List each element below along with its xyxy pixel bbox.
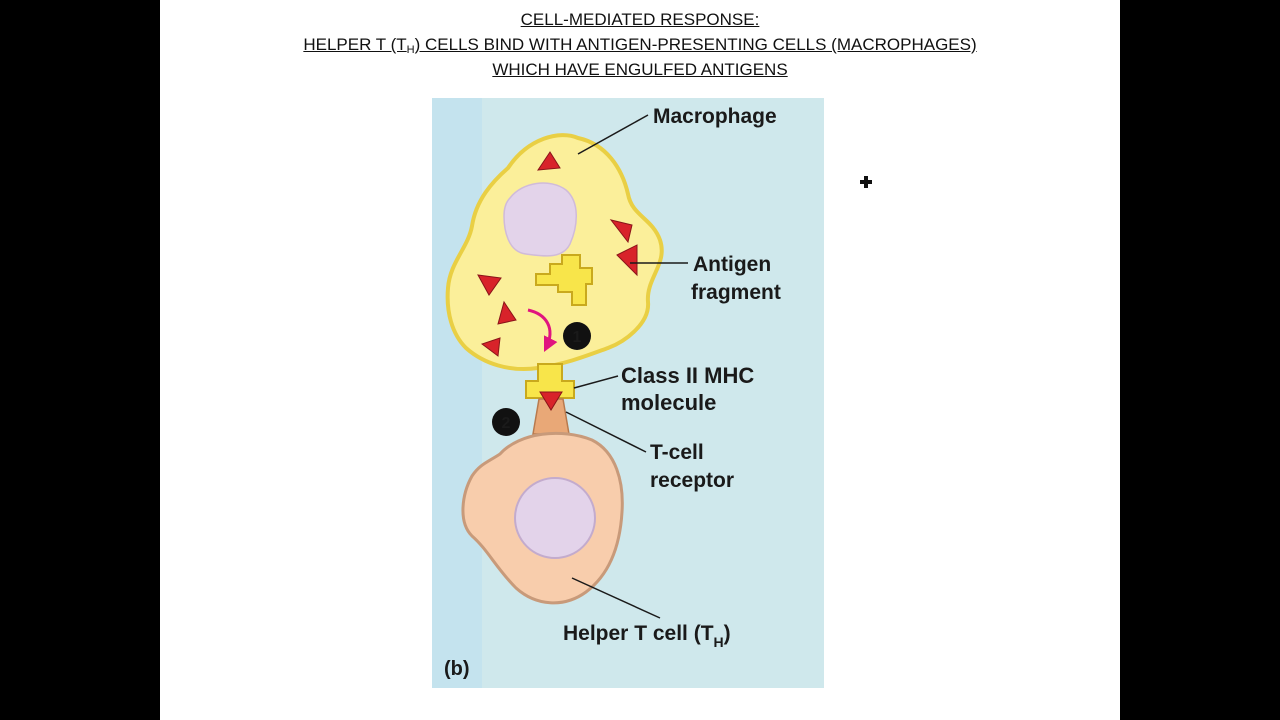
label-tcr-line1: T-cell [650, 441, 704, 464]
title-line-3: WHICH HAVE ENGULFED ANTIGENS [160, 57, 1120, 82]
step-2-number: 2 [502, 415, 511, 432]
title-line-2-sub: H [407, 44, 415, 56]
label-helper-close: ) [724, 622, 731, 645]
slide: CELL-MEDIATED RESPONSE: HELPER T (TH) CE… [160, 0, 1120, 720]
label-mhc-line2: molecule [621, 390, 716, 415]
step-1-number: 1 [573, 329, 582, 346]
label-helper-sub: H [714, 634, 724, 650]
title-line-2: HELPER T (TH) CELLS BIND WITH ANTIGEN-PR… [160, 32, 1120, 57]
label-mhc-line1: Class II MHC [621, 363, 754, 388]
title-line-2-pre: HELPER T (T [303, 35, 406, 54]
panel-side-tint [432, 98, 482, 688]
label-antigen-line1: Antigen [693, 253, 771, 276]
label-tcr-line2: receptor [650, 469, 734, 492]
label-macrophage: Macrophage [653, 105, 777, 128]
cell-diagram: 1 2 Macrophage Antigen [432, 98, 824, 688]
figure-panel: 1 2 Macrophage Antigen [432, 98, 824, 688]
panel-label: (b) [444, 658, 470, 680]
title-line-2-post: ) CELLS BIND WITH ANTIGEN-PRESENTING CEL… [415, 35, 977, 54]
mouse-cursor-icon [859, 175, 873, 189]
title-line-1: CELL-MEDIATED RESPONSE: [160, 7, 1120, 32]
macrophage-nucleus [504, 183, 576, 256]
label-helper-main: Helper T cell (T [563, 622, 714, 645]
slide-title: CELL-MEDIATED RESPONSE: HELPER T (TH) CE… [160, 7, 1120, 82]
helper-t-nucleus [515, 478, 595, 558]
label-antigen-line2: fragment [691, 281, 781, 304]
